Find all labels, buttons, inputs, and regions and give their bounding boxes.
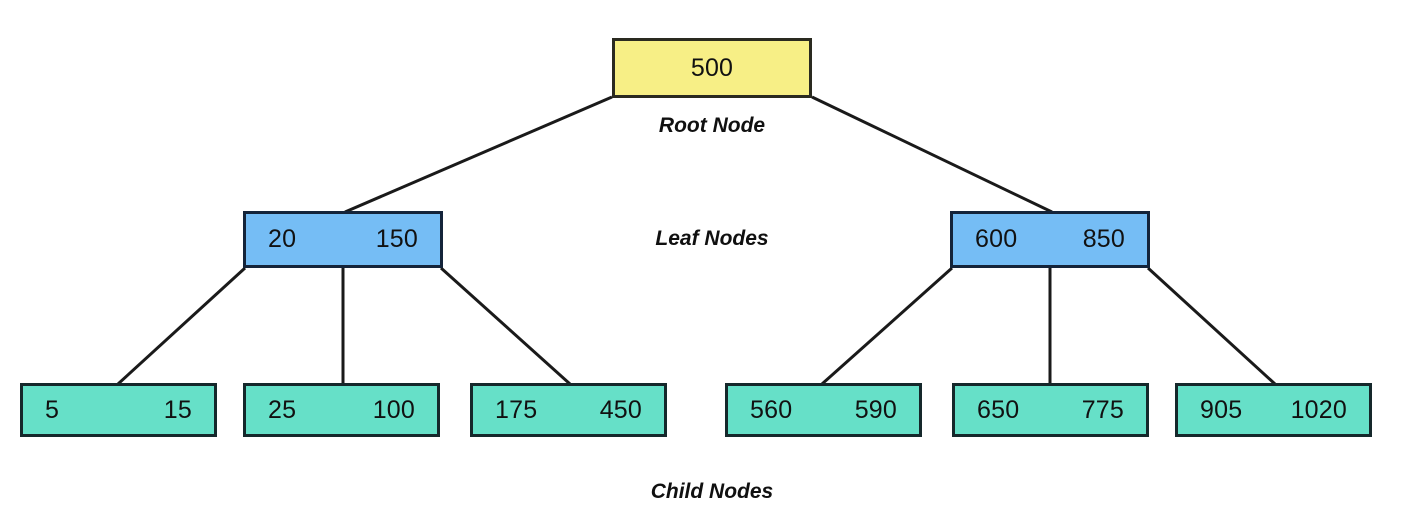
child-node-6-key-2: 1020 — [1290, 395, 1347, 424]
leaf-caption: Leaf Nodes — [655, 227, 769, 250]
edge-leaf-left-to-child-3 — [439, 266, 572, 386]
child-node-2-key-1: 25 — [268, 395, 297, 424]
edge-leaf-right-to-child-4 — [821, 266, 953, 386]
leaf-node-left[interactable]: 20 150 — [243, 211, 443, 268]
edge-leaf-right-to-child-6 — [1146, 266, 1277, 386]
child-node-1-key-2: 15 — [163, 395, 192, 424]
child-node-5-key-2: 775 — [1081, 395, 1124, 424]
child-node-4-key-1: 560 — [750, 395, 793, 424]
child-node-4[interactable]: 560 590 — [725, 383, 922, 437]
child-node-3-key-1: 175 — [495, 395, 538, 424]
leaf-node-right-key-2: 850 — [1082, 225, 1125, 253]
leaf-node-left-key-2: 150 — [375, 225, 418, 253]
child-node-4-key-2: 590 — [854, 395, 897, 424]
child-node-5-key-1: 650 — [977, 395, 1020, 424]
child-node-1[interactable]: 5 15 — [20, 383, 217, 437]
child-node-5[interactable]: 650 775 — [952, 383, 1149, 437]
child-caption: Child Nodes — [650, 480, 774, 503]
edge-leaf-left-to-child-1 — [116, 266, 247, 386]
child-node-1-key-1: 5 — [45, 395, 60, 424]
edge-root-to-leaf-right — [811, 95, 1053, 214]
root-node-key: 500 — [690, 53, 734, 82]
child-node-3-key-2: 450 — [599, 395, 642, 424]
edge-root-to-leaf-left — [344, 95, 613, 214]
root-node[interactable]: 500 — [612, 38, 812, 98]
child-node-2-key-2: 100 — [372, 395, 415, 424]
leaf-node-right[interactable]: 600 850 — [950, 211, 1150, 268]
leaf-node-left-key-1: 20 — [268, 225, 297, 253]
child-node-6-key-1: 905 — [1200, 395, 1243, 424]
root-caption: Root Node — [658, 114, 766, 137]
child-node-2[interactable]: 25 100 — [243, 383, 440, 437]
child-node-3[interactable]: 175 450 — [470, 383, 667, 437]
child-node-6[interactable]: 905 1020 — [1175, 383, 1372, 437]
leaf-node-right-key-1: 600 — [975, 225, 1018, 253]
